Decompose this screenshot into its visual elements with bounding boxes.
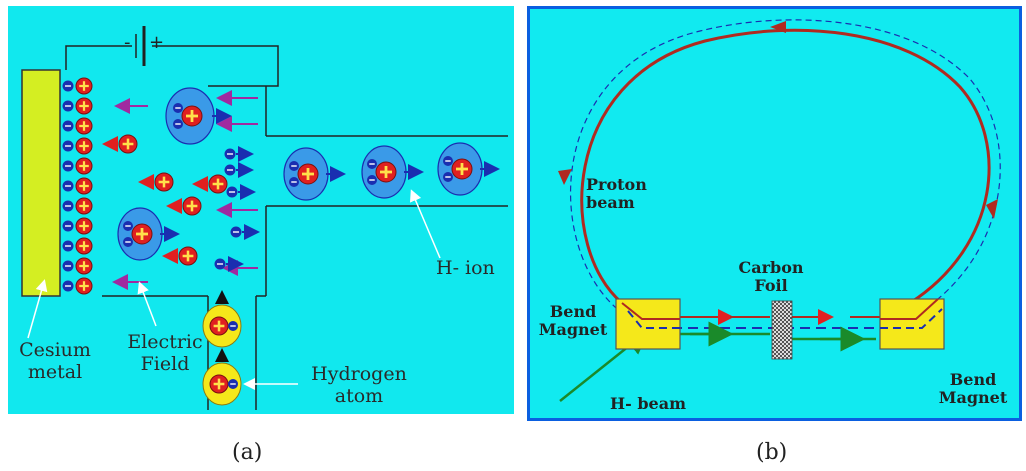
- cesium-plate: [21, 69, 61, 297]
- cesium-metal-label: Cesium metal: [19, 339, 91, 383]
- panel-b-accumulator-ring: Proton beam Carbon Foil Bend Magnet Bend…: [527, 6, 1022, 421]
- electron: [62, 220, 74, 232]
- carbon-foil: [771, 300, 793, 360]
- proton: [209, 316, 229, 336]
- caption-a: (a): [232, 440, 263, 465]
- hydrogen-atom: [202, 348, 242, 406]
- electron: [62, 80, 74, 92]
- proton: [182, 196, 202, 216]
- electron: [62, 200, 74, 212]
- magnet-right-dashed: [880, 308, 943, 329]
- bend-magnet-left-label: Bend Magnet: [538, 302, 608, 340]
- electron: [224, 164, 236, 176]
- h-minus-ion: [117, 207, 180, 261]
- magnet-right-beam: [880, 298, 939, 320]
- magnet-left-beam: [621, 302, 680, 320]
- electron: [228, 321, 238, 331]
- electric-field-label: Electric Field: [127, 331, 203, 375]
- h-minus-ion: [165, 87, 232, 145]
- ring-direction-arrows: [558, 21, 998, 219]
- proton: [75, 237, 93, 255]
- electron: [289, 177, 299, 187]
- dashed-orbit: [570, 19, 1001, 316]
- battery-plus-label: +: [149, 32, 164, 53]
- surface-charges: [62, 77, 93, 295]
- panel-a-ion-source: - + Cesium metal Electri: [8, 6, 514, 414]
- proton: [75, 177, 93, 195]
- electron: [230, 226, 242, 238]
- proton: [75, 277, 93, 295]
- electron: [62, 240, 74, 252]
- h-ion-label: H- ion: [436, 257, 495, 279]
- proton: [297, 163, 319, 185]
- h-minus-ion: [437, 142, 500, 196]
- electron: [62, 120, 74, 132]
- free-electrons: [214, 146, 260, 272]
- electron: [62, 100, 74, 112]
- proton: [118, 134, 138, 154]
- label-pointers: [27, 189, 441, 390]
- proton-ring: [580, 28, 991, 305]
- electron: [62, 140, 74, 152]
- electron: [367, 175, 377, 185]
- h-minus-ions: [117, 87, 500, 261]
- proton: [178, 246, 198, 266]
- electron: [224, 148, 236, 160]
- proton: [131, 223, 153, 245]
- electron: [228, 379, 238, 389]
- electron: [123, 221, 133, 231]
- magnet-left-dashed: [627, 310, 680, 329]
- electron: [443, 172, 453, 182]
- battery: - +: [124, 26, 164, 66]
- proton: [375, 161, 397, 183]
- proton: [209, 374, 229, 394]
- proton: [75, 257, 93, 275]
- hydrogen-atoms: [202, 290, 242, 406]
- proton: [75, 157, 93, 175]
- h-minus-ion: [361, 145, 424, 199]
- ring-diagram: [558, 19, 1001, 402]
- ion-source-diagram: - +: [21, 26, 508, 410]
- h-minus-ion: [283, 147, 346, 201]
- proton-beam-label: Proton beam: [586, 175, 647, 213]
- bend-magnet-right: [879, 298, 945, 350]
- electron: [62, 180, 74, 192]
- proton: [154, 172, 174, 192]
- electron: [173, 119, 183, 129]
- electron: [367, 159, 377, 169]
- hydrogen-atom: [202, 290, 242, 348]
- proton: [75, 197, 93, 215]
- electron: [173, 103, 183, 113]
- electron: [62, 160, 74, 172]
- caption-b: (b): [756, 440, 788, 465]
- proton: [451, 158, 473, 180]
- electron: [123, 237, 133, 247]
- battery-minus-label: -: [124, 32, 131, 53]
- h-beam-label: H- beam: [610, 394, 686, 413]
- electron: [226, 186, 238, 198]
- electron: [443, 156, 453, 166]
- electron: [62, 280, 74, 292]
- proton: [208, 174, 228, 194]
- bend-magnet-right-label: Bend Magnet: [938, 370, 1008, 408]
- proton: [75, 117, 93, 135]
- proton: [75, 77, 93, 95]
- electron: [214, 258, 226, 270]
- proton: [75, 137, 93, 155]
- proton: [181, 105, 203, 127]
- electron: [62, 260, 74, 272]
- electron: [289, 161, 299, 171]
- hydrogen-atom-label: Hydrogen atom: [311, 363, 407, 407]
- proton: [75, 97, 93, 115]
- proton: [75, 217, 93, 235]
- free-cesium-ions: [102, 134, 228, 266]
- carbon-foil-label: Carbon Foil: [738, 258, 804, 296]
